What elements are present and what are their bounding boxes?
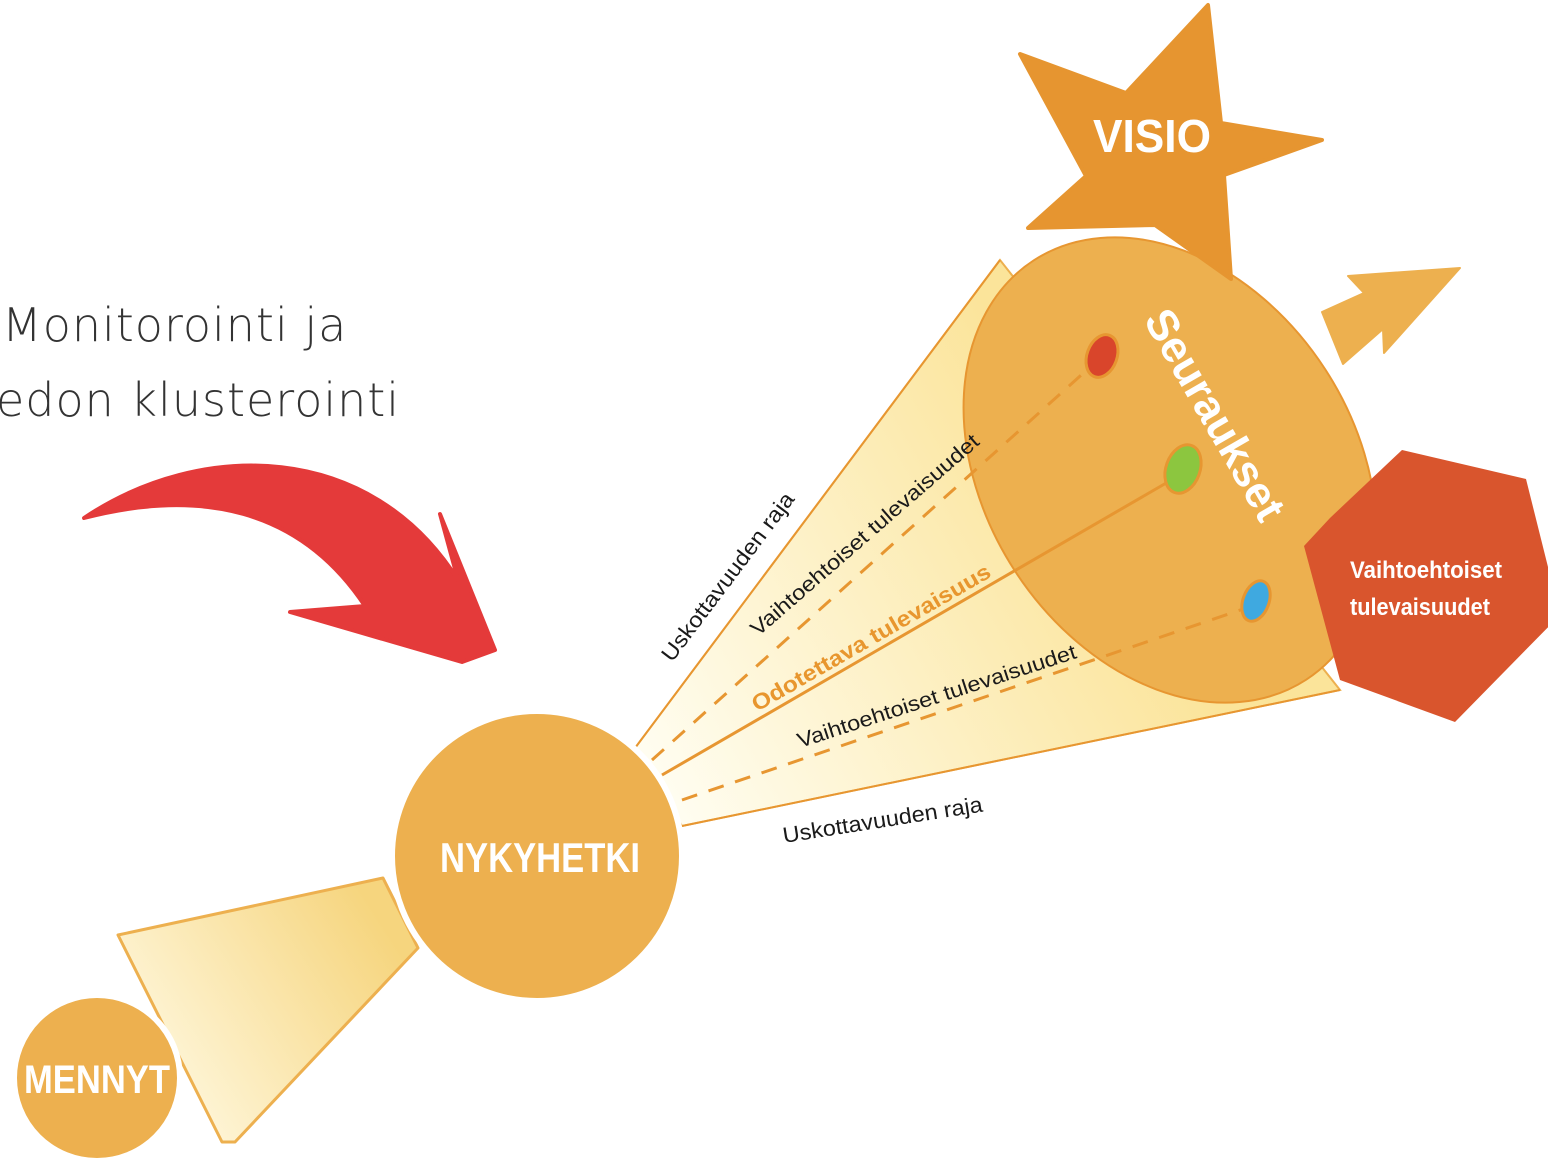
past-circle <box>11 992 183 1162</box>
lower-limit-line <box>681 689 1341 827</box>
red-dot <box>1084 333 1120 379</box>
present-label: NYKYHETKI <box>440 834 640 881</box>
past-label: MENNYT <box>24 1058 170 1102</box>
caption-line-2: edon klusterointi <box>0 373 401 427</box>
curved-arrow-icon <box>82 463 497 664</box>
hexagon-icon <box>1304 450 1548 722</box>
vision-label: VISIO <box>1093 110 1211 162</box>
alternatives-label-line2: tulevaisuudet <box>1350 594 1490 621</box>
arrow-up-right-icon <box>1321 267 1461 365</box>
upper-limit-line <box>634 259 1001 749</box>
star-icon <box>1018 3 1324 281</box>
lower-alternative-line <box>681 603 1256 802</box>
alternatives-label-line1: Vaihtoehtoiset <box>1350 557 1502 584</box>
green-dot <box>1163 443 1203 495</box>
caption-line-1: Monitorointi ja <box>2 298 348 352</box>
expected-line <box>661 473 1181 777</box>
past-funnel <box>116 876 420 1144</box>
present-circle <box>389 708 685 1004</box>
upper-alternative-line <box>650 358 1100 762</box>
blue-dot <box>1240 579 1272 623</box>
